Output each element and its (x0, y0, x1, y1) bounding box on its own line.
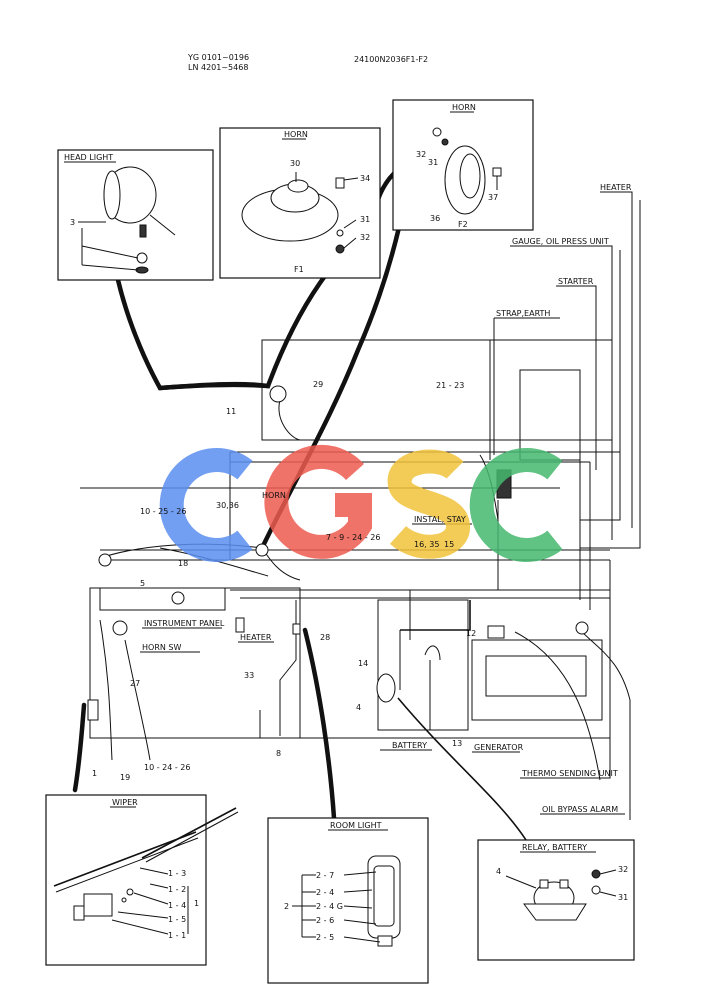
inset-horn-f2: HORN 32 31 37 36 F2 (392, 99, 534, 231)
oil-bypass-sensor-icon (575, 621, 589, 635)
wiper-title: WIPER (112, 798, 138, 807)
wiper-group-1: 1 (194, 899, 199, 908)
wiper-part-1-2: 1 - 2 (168, 885, 186, 894)
inset-horn-f1: HORN 30 34 31 32 F1 (219, 127, 381, 279)
inset-head-light: HEAD LIGHT 3 (57, 149, 214, 281)
watermark-g (264, 444, 372, 559)
clip-icon (171, 591, 185, 605)
room-light-part-2-5: 2 - 5 (316, 933, 334, 942)
watermark-c2 (469, 448, 563, 562)
callout-5: 5 (140, 579, 145, 588)
horn-switch-relay-icon (269, 385, 287, 403)
inset-relay-battery: RELAY, BATTERY 4 32 31 (477, 839, 635, 961)
horn-f2-caption: F2 (458, 220, 468, 229)
callout-10-25-26: 10 - 25 - 26 (140, 507, 186, 516)
relay-icon (487, 625, 505, 639)
room-light-part-2-4g: 2 - 4 G (316, 902, 343, 911)
wiper-part-1-1: 1 - 1 (168, 931, 186, 940)
wiper-part-1-5: 1 - 5 (168, 915, 186, 924)
label-generator: GENERATOR (474, 743, 524, 752)
relay-battery-part-31: 31 (618, 893, 628, 902)
serial-range-ln: LN 4201~5468 (188, 63, 248, 72)
callout-19: 19 (120, 773, 130, 782)
horn-f2-part-36: 36 (430, 214, 440, 223)
horn-f2-part-31: 31 (428, 158, 438, 167)
wiper-part-1-3: 1 - 3 (168, 869, 186, 878)
callout-29: 29 (313, 380, 323, 389)
head-light-title: HEAD LIGHT (64, 153, 113, 162)
callout-8: 8 (276, 749, 281, 758)
callout-28: 28 (320, 633, 330, 642)
callout-33: 33 (244, 671, 254, 680)
relay-battery-part-32: 32 (618, 865, 628, 874)
label-thermo-sending-unit: THERMO SENDING UNIT (521, 769, 618, 778)
connector-28-icon (292, 623, 301, 635)
label-starter: STARTER (558, 277, 594, 286)
serial-range-yg: YG 0101~0196 (187, 53, 249, 62)
callout-11: 11 (226, 407, 236, 416)
room-light-part-2-7: 2 - 7 (316, 871, 334, 880)
callout-4: 4 (356, 703, 361, 712)
label-heater-mid: HEATER (240, 633, 272, 642)
horn-f1-title: HORN (284, 130, 308, 139)
label-battery: BATTERY (392, 741, 427, 750)
watermark-s (387, 449, 470, 559)
horn-icon (255, 543, 269, 557)
body-components (87, 385, 589, 721)
label-oil-bypass-alarm: OIL BYPASS ALARM (542, 805, 618, 814)
horn-sw-icon (112, 620, 128, 636)
horn-f2-part-32: 32 (416, 150, 426, 159)
callout-12: 12 (466, 629, 476, 638)
inset-room-light: ROOM LIGHT 2 - 7 2 - 4 2 - 4 G 2 - 6 2 -… (267, 817, 429, 984)
callout-27: 27 (130, 679, 140, 688)
drawing-number: 24100N2036F1-F2 (354, 55, 428, 64)
horn-f1-part-34: 34 (360, 174, 370, 183)
label-gauge-oil-press-unit: GAUGE, OIL PRESS UNIT (512, 237, 609, 246)
callout-7-9-24-26: 7 - 9 - 24 - 26 (326, 533, 380, 542)
watermark (159, 444, 563, 562)
label-horn-mid: HORN (262, 491, 286, 500)
callouts: 29 11 21 - 23 10 - 25 - 26 30,36 7 - 9 -… (92, 380, 476, 782)
wire-harness (99, 200, 641, 820)
wiper-switch-icon (87, 699, 99, 721)
horn-f1-part-32: 32 (360, 233, 370, 242)
callout-1: 1 (92, 769, 97, 778)
room-light-title: ROOM LIGHT (330, 821, 382, 830)
callout-21-23: 21 - 23 (436, 381, 464, 390)
battery-relay-icon (376, 673, 396, 703)
label-heater-top: HEATER (600, 183, 632, 192)
horn-f1-part-31: 31 (360, 215, 370, 224)
callout-10-24-26: 10 - 24 - 26 (144, 763, 190, 772)
callout-13: 13 (452, 739, 462, 748)
horn-f1-caption: F1 (294, 265, 304, 274)
callout-30-36: 30,36 (216, 501, 239, 510)
callout-15: 15 (444, 540, 454, 549)
label-horn-sw: HORN SW (142, 643, 181, 652)
room-light-part-2-6: 2 - 6 (316, 916, 334, 925)
label-instal-stay: INSTAL, STAY (414, 515, 466, 524)
horn-f1-part-30: 30 (290, 159, 300, 168)
inset-wiper: WIPER 1 - 3 1 - 2 1 - 4 1 - 5 1 - 1 1 (45, 794, 239, 966)
headlight-connector-icon (98, 553, 112, 567)
callout-14: 14 (358, 659, 368, 668)
relay-battery-title: RELAY, BATTERY (522, 843, 587, 852)
wiper-part-1-4: 1 - 4 (168, 901, 186, 910)
horn-f2-title: HORN (452, 103, 476, 112)
head-light-part-3: 3 (70, 218, 75, 227)
heater-switch-icon (235, 617, 245, 633)
callout-16-35: 16, 35 (414, 540, 439, 549)
watermark-c1 (159, 448, 253, 562)
label-strap-earth: STRAP,EARTH (496, 309, 550, 318)
callout-18: 18 (178, 559, 188, 568)
room-light-part-2-4: 2 - 4 (316, 888, 334, 897)
relay-battery-part-4: 4 (496, 867, 501, 876)
room-light-group-2: 2 (284, 902, 289, 911)
horn-f2-part-37: 37 (488, 193, 498, 202)
wiper-motor-icon (83, 893, 113, 917)
label-instrument-panel: INSTRUMENT PANEL (144, 619, 225, 628)
